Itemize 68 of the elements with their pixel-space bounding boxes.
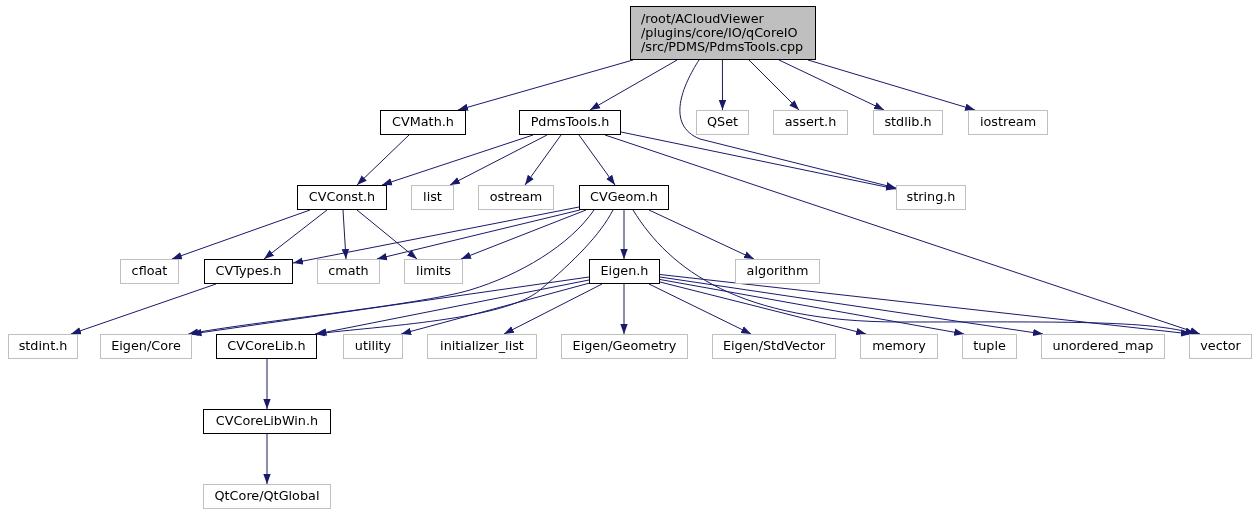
include-arrow — [263, 358, 271, 410]
include-arrow — [292, 206, 580, 265]
file-node: assert.h — [773, 110, 848, 135]
file-node: utility — [343, 334, 403, 359]
file-node: stdint.h — [8, 334, 78, 359]
file-node: unordered_map — [1041, 334, 1165, 359]
include-arrow — [263, 209, 328, 260]
include-arrow — [341, 209, 350, 260]
include-arrow — [376, 209, 581, 261]
file-node: list — [411, 185, 454, 210]
include-arrow — [449, 134, 548, 186]
include-arrow — [659, 279, 965, 336]
include-arrow — [604, 134, 1201, 335]
include-arrow — [620, 131, 897, 191]
include-arrow — [659, 281, 867, 336]
source-file-node: /root/ACloudViewer /plugins/core/IO/qCoreIO /src/PDMS/PdmsTools.cpp — [630, 6, 816, 60]
include-arrow — [679, 59, 897, 190]
file-node: ostream — [478, 185, 554, 210]
file-node: memory — [860, 334, 938, 359]
include-arrow — [400, 282, 591, 335]
file-node: CVGeom.h — [579, 185, 669, 210]
include-arrow — [263, 433, 271, 485]
include-arrow — [748, 59, 800, 111]
include-arrow — [659, 276, 1044, 337]
file-node: Eigen.h — [589, 259, 660, 284]
include-arrow — [620, 209, 628, 260]
include-arrow — [524, 134, 562, 186]
include-arrow — [381, 134, 534, 186]
file-node: PdmsTools.h — [519, 110, 621, 135]
include-arrow — [589, 59, 678, 111]
include-arrow — [648, 283, 752, 335]
include-arrow — [807, 59, 976, 111]
include-arrow — [70, 283, 217, 335]
file-node: CVCoreLibWin.h — [203, 409, 331, 434]
file-node: initializer_list — [427, 334, 537, 359]
include-arrow — [648, 209, 755, 260]
file-node: Eigen/StdVector — [712, 334, 836, 359]
file-node: CVCoreLib.h — [216, 334, 317, 359]
file-node: CVMath.h — [380, 110, 466, 135]
include-arrow — [457, 59, 634, 111]
file-node: stdlib.h — [873, 110, 943, 135]
file-node: QSet — [696, 110, 749, 135]
file-node: cfloat — [120, 259, 179, 284]
include-arrow — [718, 59, 727, 111]
include-arrow — [314, 209, 614, 337]
file-node: iostream — [968, 110, 1048, 135]
file-node: tuple — [962, 334, 1017, 359]
include-arrow — [356, 209, 418, 260]
file-node: cmath — [317, 259, 380, 284]
file-node: Eigen/Core — [100, 334, 192, 359]
include-arrow — [460, 209, 587, 260]
file-node: Eigen/Geometry — [561, 334, 688, 359]
file-node: string.h — [896, 185, 966, 210]
include-arrow — [778, 59, 885, 111]
file-node: vector — [1189, 334, 1252, 359]
include-arrow — [171, 209, 311, 260]
file-node: algorithm — [735, 259, 820, 284]
file-node: CVConst.h — [297, 185, 387, 210]
file-node: limits — [404, 259, 463, 284]
include-arrow — [356, 134, 410, 186]
include-arrow — [187, 209, 595, 336]
include-arrow — [620, 283, 628, 335]
include-arrow — [191, 276, 590, 337]
file-node: QtCore/QtGlobal — [203, 484, 331, 509]
include-arrow — [316, 279, 590, 336]
include-arrow — [503, 283, 603, 335]
file-node: CVTypes.h — [204, 259, 293, 284]
include-arrow — [578, 134, 616, 186]
